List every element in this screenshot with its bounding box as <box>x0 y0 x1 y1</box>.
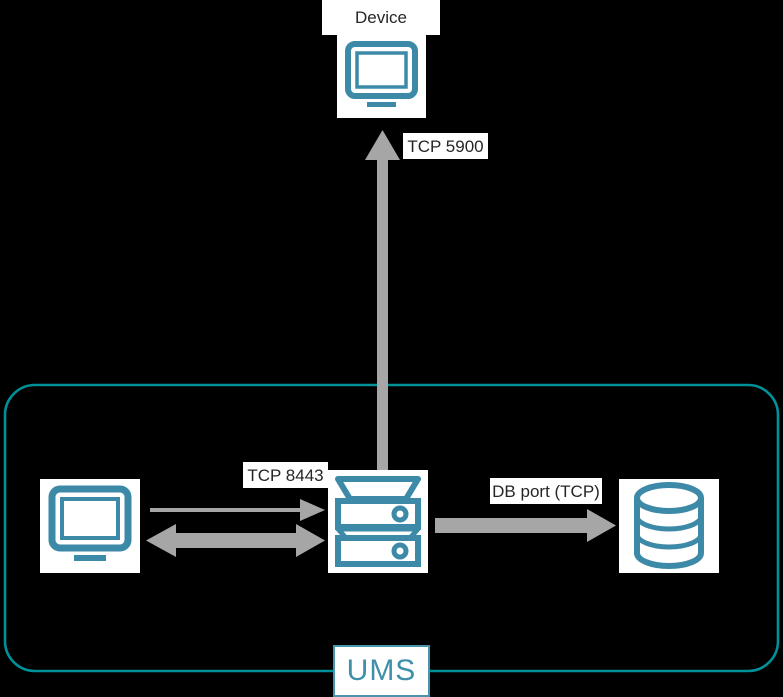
tcp-5900-label-text: TCP 5900 <box>407 136 484 156</box>
server-icon <box>335 476 421 567</box>
tcp-8443-label-text: TCP 8443 <box>247 465 324 485</box>
server-icon-box[interactable] <box>328 470 428 573</box>
device-monitor-icon-box[interactable] <box>337 35 426 118</box>
tcp-5900-label: TCP 5900 <box>403 133 488 159</box>
monitor-icon <box>345 41 418 107</box>
database-icon-box[interactable] <box>619 479 719 573</box>
arrow-tcp-5900 <box>365 130 400 470</box>
db-port-label-text: DB port (TCP) <box>492 481 600 501</box>
monitor-icon <box>48 485 132 561</box>
db-port-label: DB port (TCP) <box>490 478 602 504</box>
arrow-tcp-8443-bidirectional <box>146 524 325 557</box>
ums-boundary-badge: UMS <box>333 645 430 697</box>
arrow-tcp-8443-thin <box>150 499 325 521</box>
arrow-db-port <box>435 509 616 542</box>
tcp-8443-label: TCP 8443 <box>243 462 328 488</box>
database-icon <box>634 482 704 569</box>
device-label-text: Device <box>355 8 407 27</box>
client-monitor-icon-box[interactable] <box>40 479 140 573</box>
device-label: Device <box>322 0 440 35</box>
ums-badge-text: UMS <box>346 654 417 687</box>
